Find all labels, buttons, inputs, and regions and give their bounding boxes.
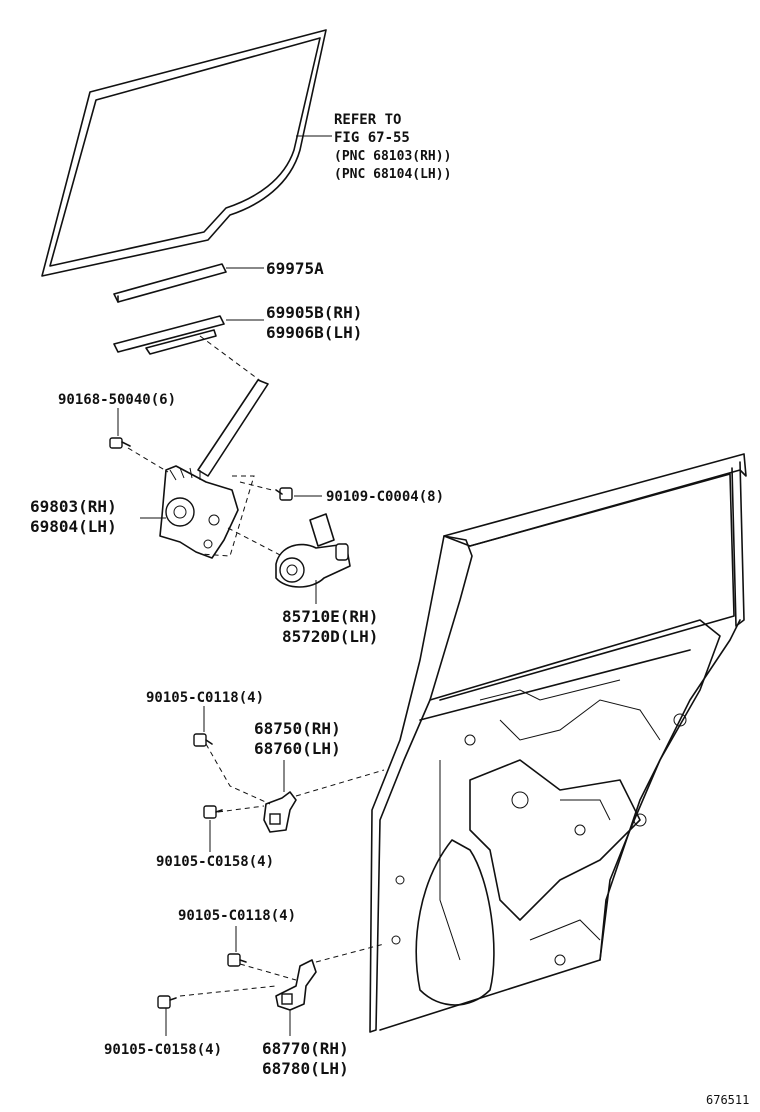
upper-hinge-icon [263,791,297,833]
lower-bolt-b-icon [157,995,177,1009]
lower-bolt-a-label: 90105-C0118(4) [178,908,296,924]
motor-lh-label: 85720D(LH) [282,627,378,646]
upper-hinge-dash [295,769,385,797]
motor-rh-label: 85710E(RH) [282,607,378,626]
run-channel [113,263,227,303]
bolt-top-label: 90168-50040(6) [58,392,176,408]
bolt-top-dash [127,447,169,473]
figure-id: 676511 [706,1093,749,1107]
refer-label-line1: REFER TO [334,112,401,128]
refer-label-line4: (PNC 68104(LH)) [334,167,451,182]
bolt-reg-dash [239,481,273,491]
motor-dash [227,527,283,557]
lower-hinge-rh-label: 68770(RH) [262,1039,349,1058]
regulator-assembly [159,379,269,559]
upper-hinge-rh-label: 68750(RH) [254,719,341,738]
door-glass [41,29,327,277]
lower-bolt-a-dash [239,963,297,981]
regulator-dash-frame [199,475,255,557]
lower-hinge-dash [315,943,385,963]
bolt-regulator-icon [275,487,293,501]
lower-hinge-icon [275,959,317,1011]
window-motor-icon [275,513,351,588]
refer-label-line2: FIG 67-55 [334,130,410,146]
run-channel-label: 69975A [266,259,324,278]
regulator-rh-label: 69803(RH) [30,497,117,516]
lower-bolt-b-label: 90105-C0158(4) [104,1042,222,1058]
carrier-rh-label: 69905B(RH) [266,303,362,322]
upper-hinge-lh-label: 68760(LH) [254,739,341,758]
glass-carrier [113,315,225,355]
refer-label-line3: (PNC 68103(RH)) [334,149,451,164]
upper-bolt-a-dash [205,743,271,805]
regulator-lh-label: 69804(LH) [30,517,117,536]
upper-bolt-a-label: 90105-C0118(4) [146,690,264,706]
lower-bolt-a-icon [227,953,247,967]
carrier-dash [199,335,263,383]
door-panel [369,453,747,1033]
upper-bolt-a-icon [193,733,213,747]
bolt-top-icon [109,437,131,449]
upper-bolt-b-label: 90105-C0158(4) [156,854,274,870]
lower-bolt-b-dash [179,985,277,997]
upper-bolt-b-dash [217,805,265,813]
lower-hinge-lh-label: 68780(LH) [262,1059,349,1078]
bolt-regulator-label: 90109-C0004(8) [326,489,444,505]
upper-bolt-b-icon [203,805,223,819]
carrier-lh-label: 69906B(LH) [266,323,362,342]
